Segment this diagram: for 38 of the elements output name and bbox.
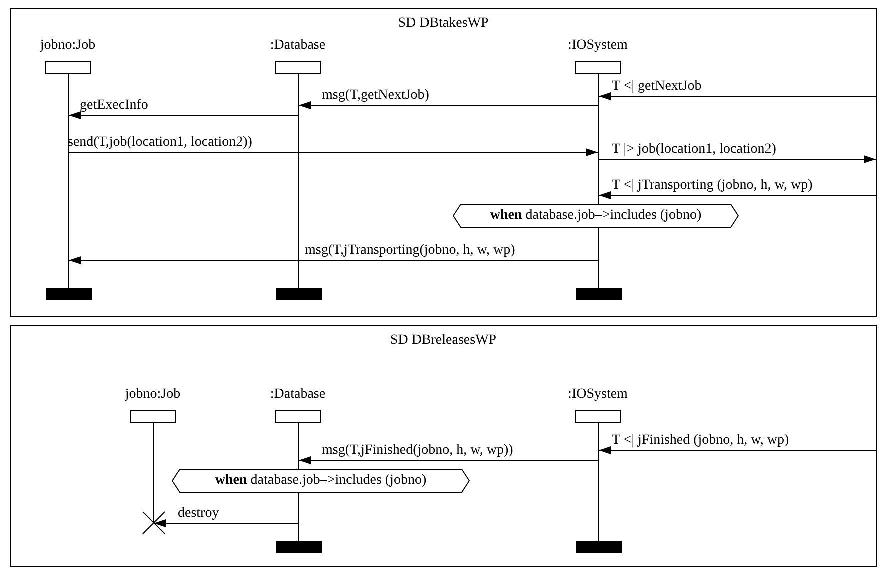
lifeline [68, 73, 69, 288]
lifeline [153, 423, 154, 523]
frame-title: SD DBtakesWP [398, 16, 489, 32]
message-label: T <| jFinished (jobno, h, w, wp) [612, 433, 790, 449]
message-arrow [598, 156, 876, 164]
message-label: T <| jTransporting (jobno, h, w, wp) [612, 178, 813, 194]
guard-condition [172, 469, 470, 493]
message-arrow [68, 256, 598, 264]
object-name: jobno:Job [40, 38, 96, 54]
sequence-frame [10, 8, 877, 317]
message-label: msg(T,jFinished(jobno, h, w, wp)) [322, 443, 514, 459]
guard-condition [453, 204, 739, 228]
message-arrow [68, 148, 598, 156]
lifeline [598, 423, 599, 541]
message-arrow [298, 102, 598, 110]
message-arrow [598, 92, 876, 100]
guard-text: when database.job–>includes (jobno) [215, 473, 427, 489]
message-arrow [598, 192, 876, 200]
object-name: :IOSystem [568, 387, 628, 403]
object-name: jobno:Job [125, 387, 181, 403]
message-label: T <| getNextJob [612, 79, 702, 95]
message-label: msg(T,jTransporting(jobno, h, w, wp) [305, 243, 516, 259]
guard-text: when database.job–>includes (jobno) [490, 208, 702, 224]
lifeline [298, 73, 299, 288]
frame-title: SD DBreleasesWP [390, 333, 497, 349]
message-arrow [68, 112, 298, 120]
message-label: getExecInfo [80, 98, 148, 114]
message-arrow [298, 456, 598, 464]
message-arrow [598, 446, 876, 454]
message-label: T |> job(location1, location2) [612, 142, 776, 158]
object-name: :Database [270, 38, 326, 54]
sequence-frame [10, 325, 877, 567]
message-label: destroy [178, 506, 220, 522]
message-label: msg(T,getNextJob) [322, 88, 430, 104]
message-label: send(T,job(location1, location2)) [68, 135, 252, 151]
object-name: :Database [270, 387, 326, 403]
message-arrow [154, 520, 298, 528]
object-name: :IOSystem [568, 38, 628, 54]
